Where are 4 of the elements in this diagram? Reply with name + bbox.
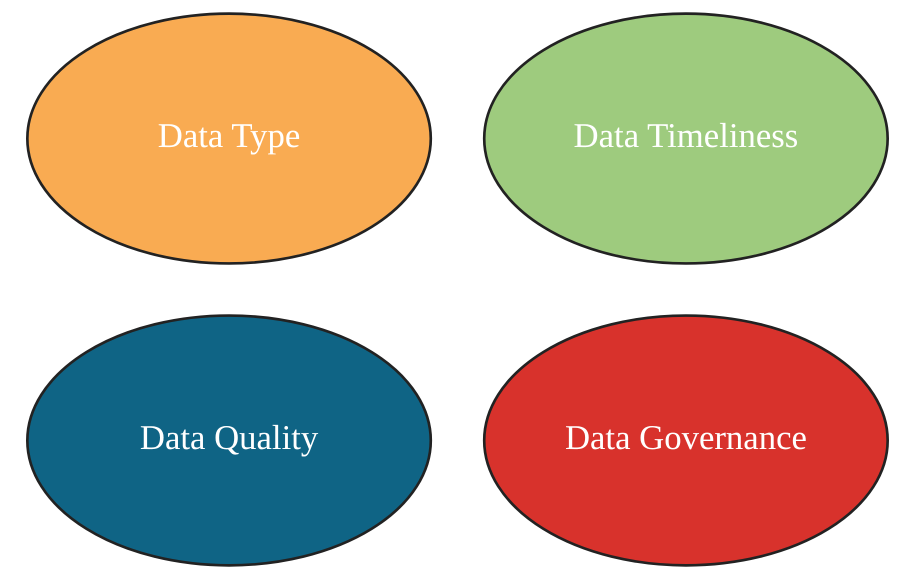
node-ellipse: Data Governance <box>482 314 889 567</box>
node-ellipse: Data Quality <box>26 314 432 567</box>
node-ellipse: Data Type <box>26 12 432 265</box>
node-ellipse: Data Timeliness <box>482 12 889 265</box>
